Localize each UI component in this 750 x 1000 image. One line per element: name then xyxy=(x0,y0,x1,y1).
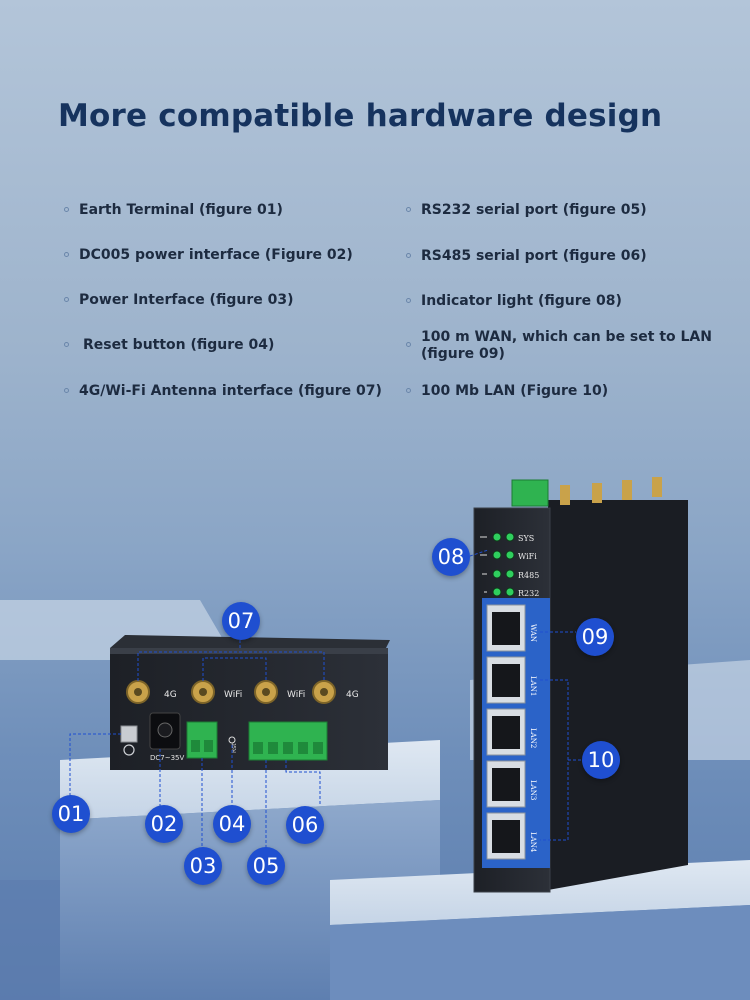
led-label: WiFi xyxy=(518,552,537,561)
list-item: DC005 power interface (Figure 02) xyxy=(64,247,353,264)
bullet-icon xyxy=(64,297,69,302)
indicator-leds xyxy=(480,532,515,597)
callout-badge: 02 xyxy=(145,805,183,843)
list-item: RS485 serial port (figure 06) xyxy=(406,248,647,265)
antenna-label: 4G xyxy=(346,690,359,700)
port-label: LAN2 xyxy=(529,728,537,748)
serial-terminal-block xyxy=(248,721,328,761)
reset-label: Rst xyxy=(231,743,238,753)
callout-badge: 06 xyxy=(286,806,324,844)
callout-badge: 09 xyxy=(576,618,614,656)
power-label: DC7~35V xyxy=(150,754,185,762)
list-item: Earth Terminal (figure 01) xyxy=(64,202,283,219)
bullet-icon xyxy=(406,253,411,258)
bullet-icon xyxy=(406,342,411,347)
router-side-panel: SYS WiFi R485 R232 WAN LAN1 LAN2 LAN3 xyxy=(473,477,688,893)
led-label: SYS xyxy=(518,534,534,543)
bullet-icon xyxy=(64,388,69,393)
list-item: RS232 serial port (figure 05) xyxy=(406,202,647,219)
port-label: WAN xyxy=(529,624,537,642)
ground-icon xyxy=(123,744,135,756)
reset-button xyxy=(228,736,236,744)
top-terminal-block xyxy=(511,479,549,507)
bullet-icon xyxy=(64,342,69,347)
list-item: Indicator light (figure 08) xyxy=(406,293,622,310)
antenna-label: 4G xyxy=(164,690,177,700)
bullet-icon xyxy=(64,252,69,257)
bullet-icon xyxy=(406,388,411,393)
router-front-panel: 4G WiFi WiFi 4G DC7~35V Rst xyxy=(110,635,390,770)
port-label: LAN3 xyxy=(529,780,537,800)
callout-badge: 04 xyxy=(213,805,251,843)
antenna-connectors xyxy=(126,680,336,704)
list-item: 100 m WAN, which can be set to LAN (figu… xyxy=(406,329,721,363)
led-label: R485 xyxy=(518,571,539,580)
port-label: LAN4 xyxy=(529,832,537,853)
callout-badge: 05 xyxy=(247,847,285,885)
callout-badge: 10 xyxy=(582,741,620,779)
callout-badge: 07 xyxy=(222,602,260,640)
antenna-label: WiFi xyxy=(224,690,242,700)
list-item: 100 Mb LAN (Figure 10) xyxy=(406,383,608,400)
list-item: 4G/Wi-Fi Antenna interface (figure 07) xyxy=(64,383,382,400)
led-label: R232 xyxy=(518,589,539,598)
bullet-icon xyxy=(406,207,411,212)
list-item: Power Interface (figure 03) xyxy=(64,292,293,309)
page-title: More compatible hardware design xyxy=(58,98,663,134)
bullet-icon xyxy=(64,207,69,212)
callout-badge: 08 xyxy=(432,538,470,576)
list-item: Reset button (figure 04) xyxy=(64,337,274,354)
antenna-label: WiFi xyxy=(287,690,305,700)
bullet-icon xyxy=(406,298,411,303)
leader-lines xyxy=(69,549,582,848)
earth-terminal xyxy=(120,725,138,743)
port-label: LAN1 xyxy=(529,676,537,696)
ethernet-ports xyxy=(486,604,526,860)
callout-badge: 01 xyxy=(52,795,90,833)
callout-badge: 03 xyxy=(184,847,222,885)
